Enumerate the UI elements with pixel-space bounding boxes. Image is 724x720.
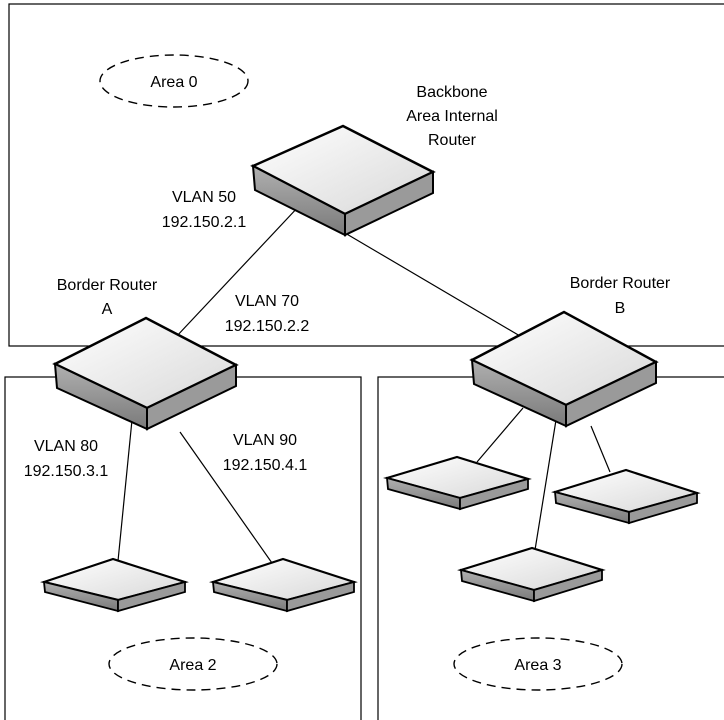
svg-text:VLAN 70: VLAN 70 — [235, 293, 299, 310]
link-border-b-switch-right — [590, 425, 611, 473]
svg-text:192.150.3.1: 192.150.3.1 — [24, 463, 109, 480]
area-3-switch-bottom-icon[interactable] — [457, 546, 606, 603]
area-0-label: Area 0 — [150, 74, 197, 91]
link-border-a-switch-1 — [117, 419, 133, 562]
area-2-ellipse — [108, 637, 278, 691]
link-border-b-switch-bottom — [534, 419, 557, 551]
vlan-50-label: VLAN 50 192.150.2.1 — [162, 189, 247, 231]
area-3-switch-left-icon[interactable] — [383, 455, 532, 511]
svg-text:A: A — [102, 301, 113, 318]
area-2-switch-1-icon[interactable] — [40, 557, 189, 613]
svg-text:VLAN 80: VLAN 80 — [34, 438, 98, 455]
svg-text:192.150.2.2: 192.150.2.2 — [225, 318, 310, 335]
svg-text:VLAN 90: VLAN 90 — [233, 432, 297, 449]
backbone-router-label: Backbone Area Internal Router — [406, 84, 498, 149]
link-border-b-switch-left — [476, 407, 524, 463]
border-router-b-icon[interactable] — [469, 310, 659, 428]
links — [117, 204, 611, 564]
svg-text:Backbone: Backbone — [416, 84, 487, 101]
link-backbone-border-b — [344, 232, 521, 337]
svg-text:192.150.2.1: 192.150.2.1 — [162, 214, 247, 231]
svg-text:Border Router: Border Router — [57, 277, 158, 294]
border-router-a-icon[interactable] — [52, 316, 239, 431]
svg-text:Router: Router — [428, 132, 477, 149]
link-backbone-border-a — [174, 204, 301, 339]
border-router-a-label: Border Router A — [57, 277, 158, 318]
link-border-a-switch-2 — [179, 431, 273, 564]
backbone-router-icon[interactable] — [250, 124, 436, 237]
vlan-80-label: VLAN 80 192.150.3.1 — [24, 438, 109, 480]
area-0-ellipse — [99, 54, 249, 108]
area-0-box — [8, 3, 724, 347]
svg-text:192.150.4.1: 192.150.4.1 — [223, 457, 308, 474]
area-2-label: Area 2 — [169, 657, 216, 674]
area-2-switch-2-icon[interactable] — [208, 557, 358, 613]
vlan-90-label: VLAN 90 192.150.4.1 — [223, 432, 308, 474]
svg-text:B: B — [615, 300, 626, 317]
area-3-label: Area 3 — [514, 657, 561, 674]
svg-text:Area Internal: Area Internal — [406, 108, 498, 125]
svg-text:VLAN 50: VLAN 50 — [172, 189, 236, 206]
vlan-70-label: VLAN 70 192.150.2.2 — [225, 293, 310, 335]
area-3-switch-right-icon[interactable] — [551, 468, 701, 525]
svg-text:Border Router: Border Router — [570, 275, 671, 292]
area-3-ellipse — [453, 637, 623, 691]
border-router-b-label: Border Router B — [570, 275, 671, 317]
